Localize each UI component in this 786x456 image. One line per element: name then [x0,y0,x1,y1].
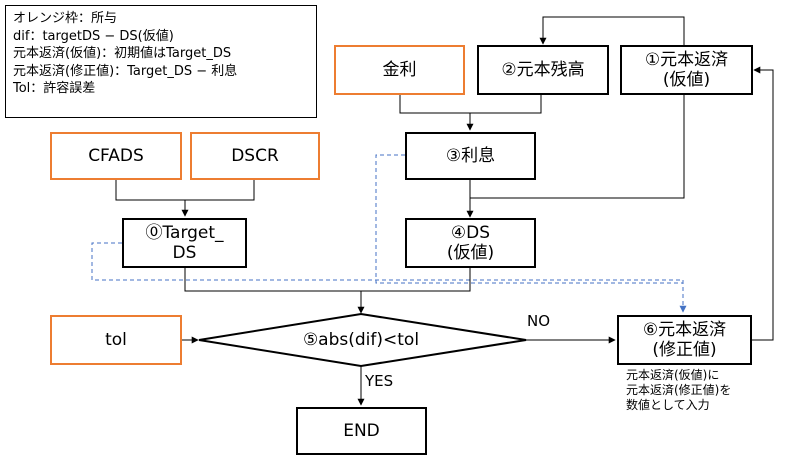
connector-hensai-zandaka [539,16,685,49]
node-gankin-hensai-kari: ①元本返済 (仮値) [620,45,753,95]
node-ds-kari: ④DS (仮値) [405,218,536,268]
node-target-ds: ⓪Target_ DS [122,218,247,268]
connector-feedback-loop [752,66,774,341]
legend-line-hensai-kari: 元本返済(仮値)：初期値はTarget_DS [13,46,232,61]
node-kinri-label: 金利 [382,59,417,80]
node-tol: tol [50,315,182,365]
legend-line-dif: dif：targetDS − DS(仮値) [13,28,174,44]
node-cfads: CFADS [50,132,182,180]
connector-kinri-risoku [399,95,474,131]
node-gankin-hensai-shusei-label: ⑥元本返済 (修正値) [642,319,727,360]
connector-dscr-target [185,180,255,201]
node-gankin-zandaka-label: ②元本残高 [501,59,585,80]
node-end-label: END [343,420,380,441]
connector-hensai-ds [470,95,685,199]
node-ds-kari-label: ④DS (仮値) [446,222,495,263]
dashed-connector-risoku [375,154,683,284]
dashed-connector-target-ds [91,242,687,313]
legend-box: オレンジ枠：所与 dif：targetDS − DS(仮値) 元本返済(仮値)：… [5,5,317,118]
edge-label-no: NO [527,312,551,330]
node-gankin-hensai-kari-label: ①元本返済 (仮値) [644,49,729,90]
node-gankin-hensai-shusei: ⑥元本返済 (修正値) [617,315,752,365]
node-cfads-label: CFADS [88,145,144,166]
legend-line-tol: Tol：許容誤差 [13,81,96,96]
node-tol-label: tol [105,329,127,350]
legend-line-hensai-shusei: 元本返済(修正値)：Target_DS − 利息 [13,63,238,79]
node-risoku-label: ③利息 [445,145,496,166]
node-kinri: 金利 [334,45,465,95]
node-target-ds-label: ⓪Target_ DS [145,222,224,263]
node-condition-label-wrap: ⑤abs(dif)<tol [260,328,462,352]
legend-line-orange: オレンジ枠：所与 [13,11,118,26]
connector-target-condition [184,268,365,314]
connector-cfads-target [115,180,189,217]
node-dscr: DSCR [190,132,320,180]
node-gankin-zandaka: ②元本残高 [477,45,609,95]
edge-label-yes: YES [365,372,394,390]
node-dscr-label: DSCR [231,145,279,166]
node-end: END [296,407,427,455]
node-risoku: ③利息 [405,132,536,180]
connector-zandaka-risoku [470,95,542,114]
feedback-note: 元本返済(仮値)に 元本返済(修正値)を 数値として入力 [626,368,732,412]
node-condition-label: ⑤abs(dif)<tol [302,329,420,350]
connector-ds-condition [361,268,471,292]
